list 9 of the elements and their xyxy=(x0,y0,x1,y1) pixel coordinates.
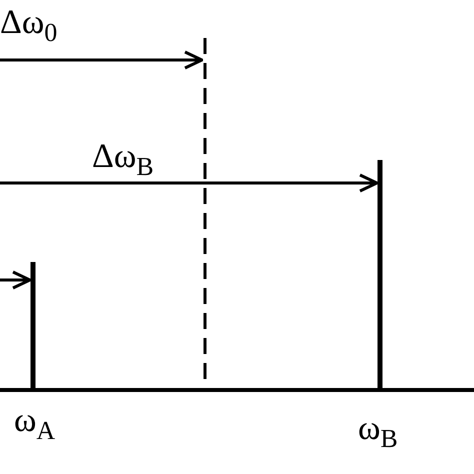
axis-label: ω$_{A}$ xyxy=(14,404,56,444)
edge-label: Δω$_{B}$ xyxy=(92,140,154,180)
arrow xyxy=(0,174,378,192)
arrow xyxy=(0,270,32,290)
vertical-line xyxy=(377,160,383,390)
edge-label: Δω$_{0}$ xyxy=(0,6,58,46)
axis-label: ω$_{B}$ xyxy=(358,412,398,452)
arrow xyxy=(0,50,204,70)
vertical-line xyxy=(30,262,36,390)
